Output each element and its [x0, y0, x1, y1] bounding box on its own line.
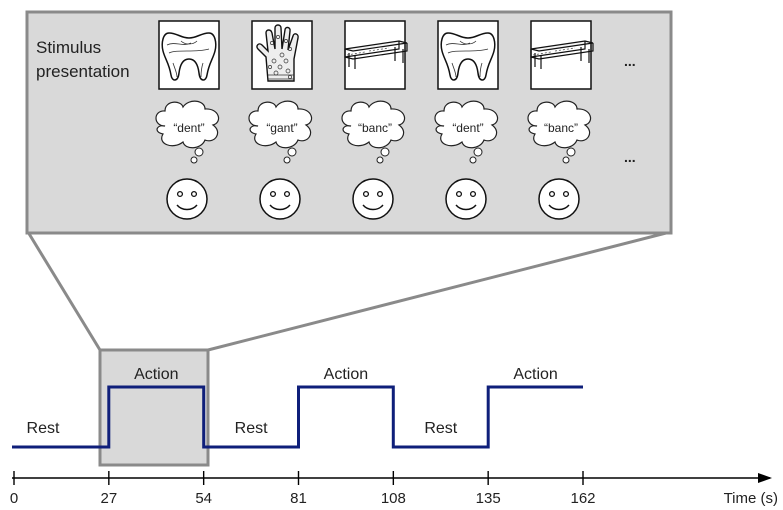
panel-title-line2: presentation [36, 62, 130, 81]
participant-smiley-icon [352, 178, 394, 220]
trial-3: “banc” [341, 20, 408, 220]
panel-title-line1: Stimulus [36, 38, 101, 57]
tick-label: 108 [381, 490, 406, 507]
rest-label: Rest [235, 420, 268, 437]
tick-label: 162 [570, 490, 595, 507]
zoom-line-left [26, 231, 102, 351]
tick-label: 27 [100, 490, 117, 507]
ellipsis-pictures: ... [624, 53, 636, 69]
zoom-line-right [207, 230, 671, 352]
stimulus-picture-frame [530, 20, 592, 90]
action-label: Action [134, 366, 178, 383]
participant-smiley-icon [538, 178, 580, 220]
tick-108: 108 [381, 471, 406, 507]
tick-135: 135 [476, 471, 501, 507]
stimulus-picture-frame [344, 20, 406, 90]
spoken-word: “dent” [452, 121, 483, 135]
ellipsis-responses: ... [624, 149, 636, 165]
participant-smiley-icon [445, 178, 487, 220]
time-axis-label: Time (s) [724, 490, 778, 507]
trial-1: “dent” [155, 20, 220, 220]
trial-5: “banc” [527, 20, 594, 220]
rest-label: Rest [27, 420, 60, 437]
trial-sequence: “dent” “gant” “banc” “dent” “banc” [155, 20, 594, 220]
time-axis-ticks: 0 27 54 81 108 135 162 [10, 471, 596, 507]
tick-label: 81 [290, 490, 307, 507]
rest-label: Rest [424, 420, 457, 437]
tick-label: 135 [476, 490, 501, 507]
spoken-word: “gant” [266, 121, 297, 135]
action-label: Action [324, 366, 368, 383]
participant-smiley-icon [166, 178, 208, 220]
block-design-signal [12, 385, 583, 449]
tick-54: 54 [195, 471, 212, 507]
spoken-word: “dent” [173, 121, 204, 135]
trial-2: “gant” [248, 20, 313, 220]
tick-162: 162 [570, 471, 596, 507]
zoomed-block-highlight [98, 348, 210, 467]
spoken-word: “banc” [544, 121, 578, 135]
spoken-word: “banc” [358, 121, 392, 135]
action-label: Action [513, 366, 557, 383]
trial-4: “dent” [434, 20, 499, 220]
tick-label: 54 [195, 490, 212, 507]
tick-27: 27 [100, 471, 117, 507]
tick-label: 0 [10, 490, 18, 507]
tick-81: 81 [290, 471, 307, 507]
participant-smiley-icon [259, 178, 301, 220]
tick-0: 0 [10, 471, 18, 507]
